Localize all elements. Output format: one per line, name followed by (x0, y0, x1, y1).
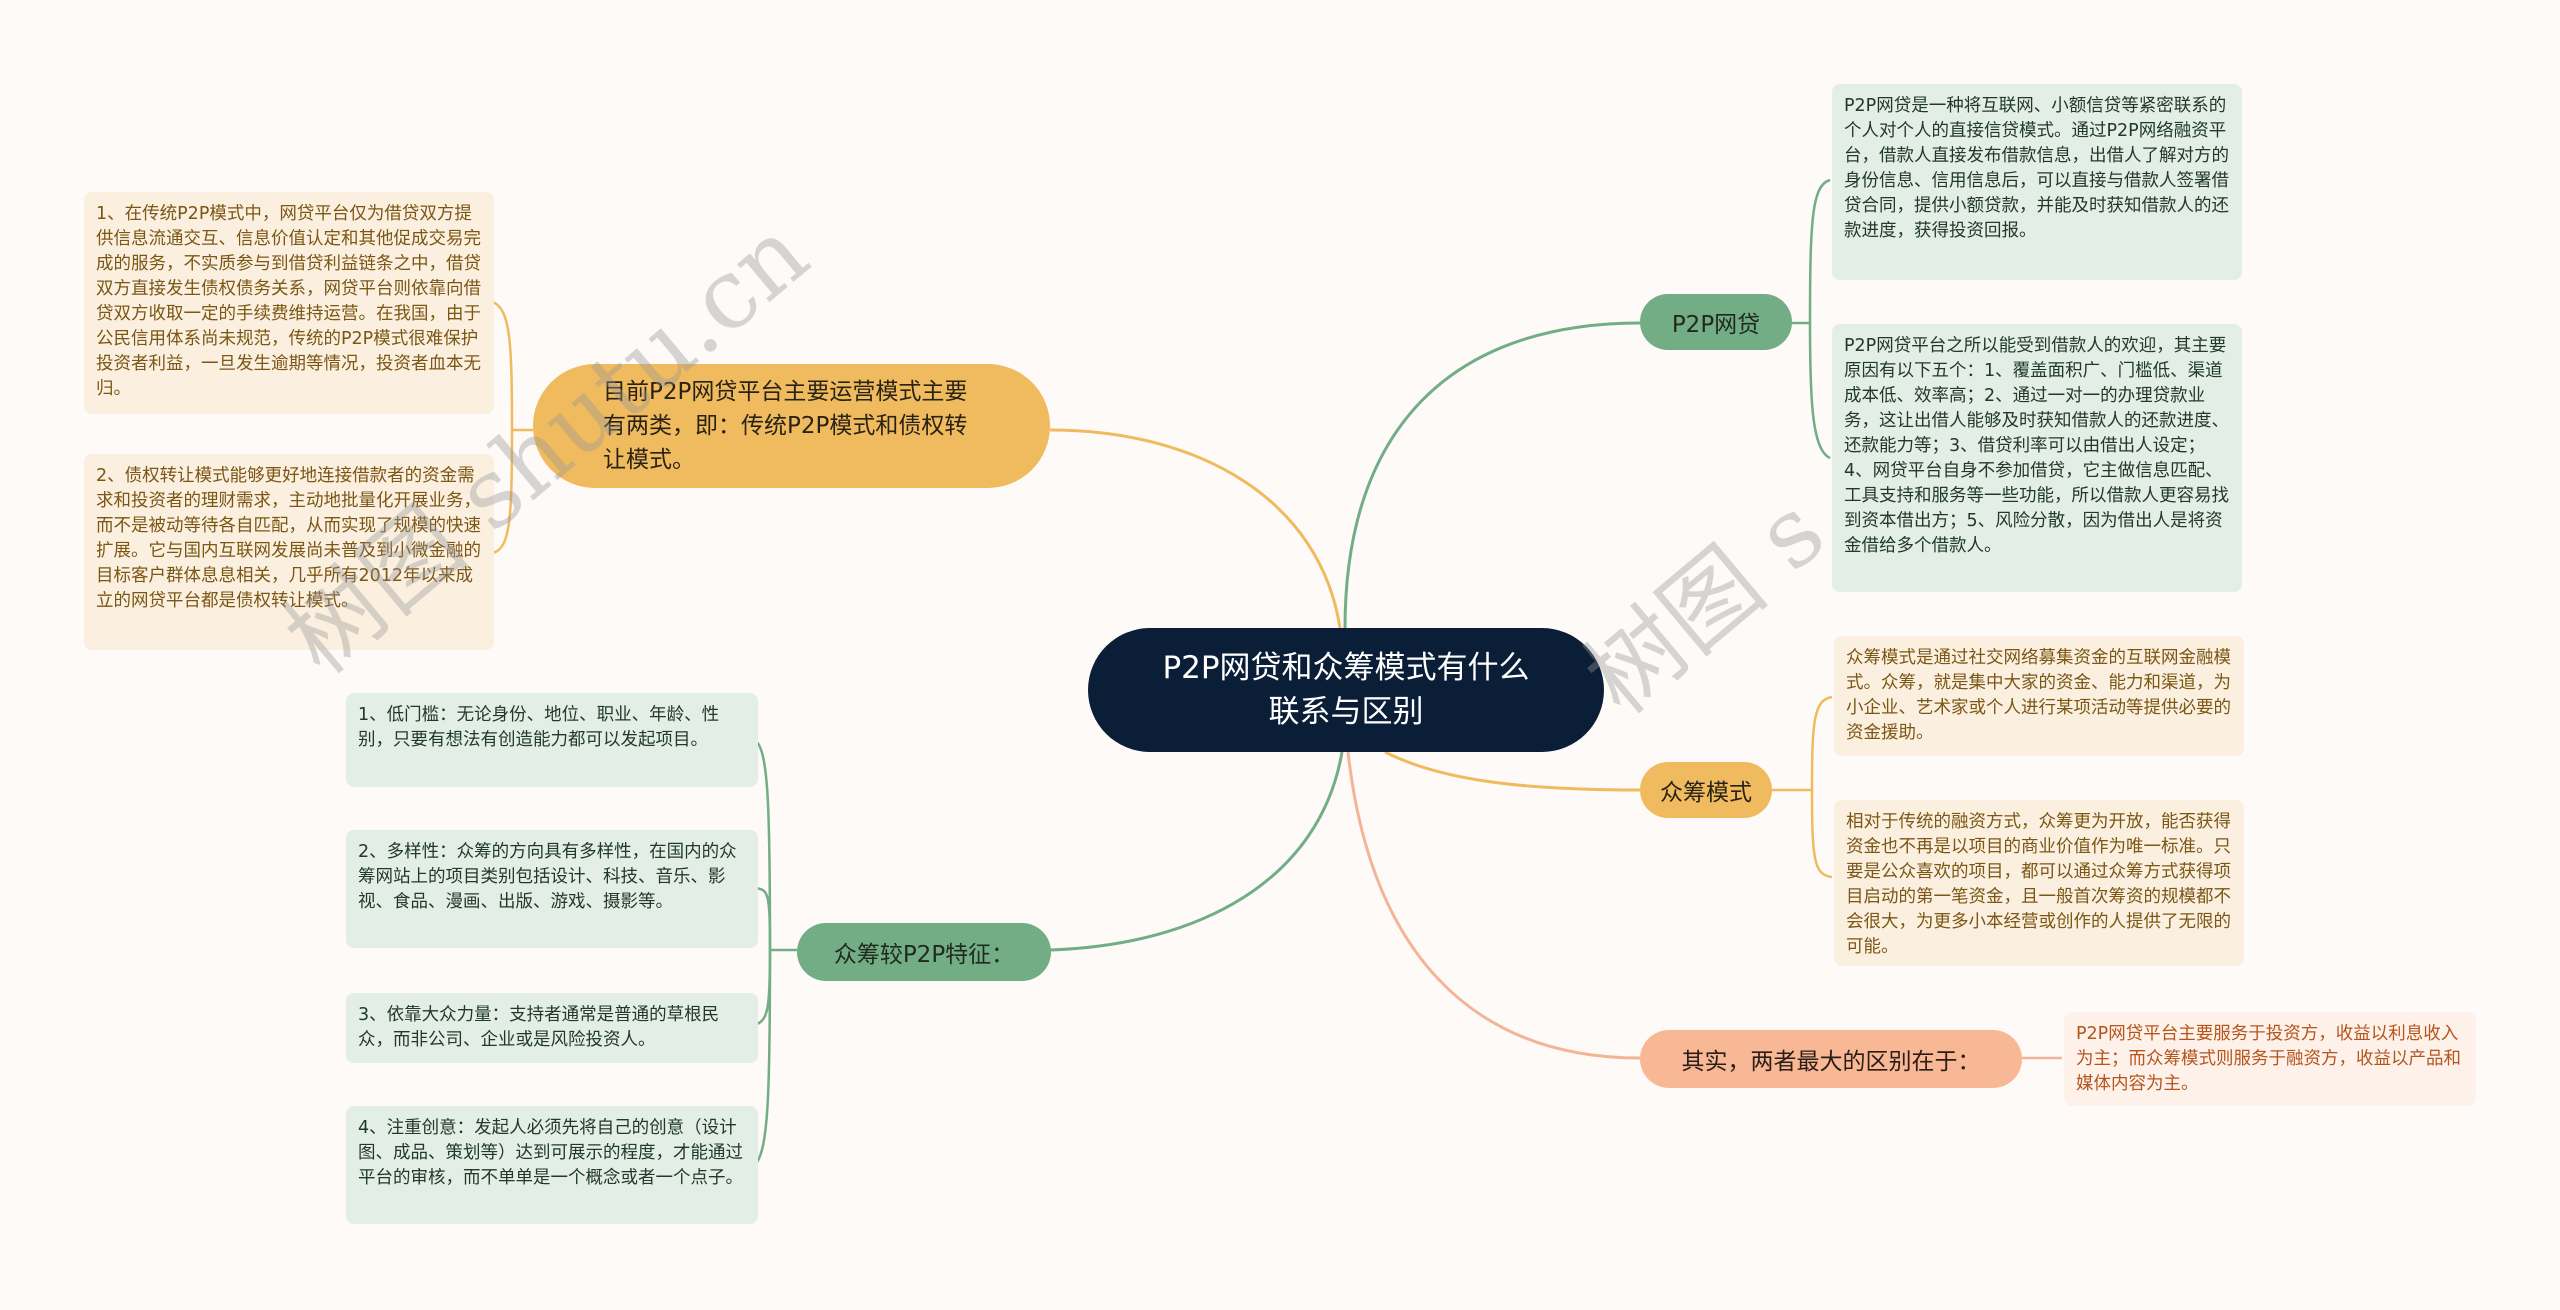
debt-transfer-mode-text: 2、债权转让模式能够更好地连接借款者的资金需求和投资者的理财需求，主动地批量化开… (96, 466, 481, 611)
branch-operating-modes-label: 目前P2P网贷平台主要运营模式主要有两类，即：传统P2P模式和债权转让模式。 (603, 379, 968, 473)
feature-diversity-card[interactable]: 2、多样性：众筹的方向具有多样性，在国内的众筹网站上的项目类别包括设计、科技、音… (346, 830, 758, 948)
debt-transfer-mode-card[interactable]: 2、债权转让模式能够更好地连接借款者的资金需求和投资者的理财需求，主动地批量化开… (84, 454, 494, 650)
traditional-p2p-mode-text: 1、在传统P2P模式中，网贷平台仅为借贷双方提供信息流通交互、信息价值认定和其他… (96, 204, 481, 399)
feature-creativity-card[interactable]: 4、注重创意：发起人必须先将自己的创意（设计图、成品、策划等）达到可展示的程度，… (346, 1106, 758, 1224)
p2p-definition-card[interactable]: P2P网贷是一种将互联网、小额信贷等紧密联系的个人对个人的直接信贷模式。通过P2… (1832, 84, 2242, 280)
branch-p2p-lending-label: P2P网贷 (1671, 312, 1761, 338)
feature-crowd-power-text: 3、依靠大众力量：支持者通常是普通的草根民众，而非公司、企业或是风险投资人。 (358, 1005, 720, 1050)
traditional-p2p-mode-card[interactable]: 1、在传统P2P模式中，网贷平台仅为借贷双方提供信息流通交互、信息价值认定和其他… (84, 192, 494, 414)
p2p-advantages-text: P2P网贷平台之所以能受到借款人的欢迎，其主要原因有以下五个：1、覆盖面积广、门… (1844, 336, 2229, 556)
branch-crowdfunding-features-label: 众筹较P2P特征： (833, 942, 1015, 968)
p2p-definition-text: P2P网贷是一种将互联网、小额信贷等紧密联系的个人对个人的直接信贷模式。通过P2… (1844, 96, 2229, 241)
branch-crowdfunding[interactable]: 众筹模式 (1640, 762, 1772, 818)
feature-creativity-text: 4、注重创意：发起人必须先将自己的创意（设计图、成品、策划等）达到可展示的程度，… (358, 1118, 743, 1188)
feature-crowd-power-card[interactable]: 3、依靠大众力量：支持者通常是普通的草根民众，而非公司、企业或是风险投资人。 (346, 993, 758, 1063)
p2p-advantages-card[interactable]: P2P网贷平台之所以能受到借款人的欢迎，其主要原因有以下五个：1、覆盖面积广、门… (1832, 324, 2242, 592)
root-topic[interactable]: P2P网贷和众筹模式有什么联系与区别 (1088, 628, 1604, 752)
main-difference-card[interactable]: P2P网贷平台主要服务于投资方，收益以利息收入为主；而众筹模式则服务于融资方，收… (2064, 1012, 2476, 1106)
branch-main-difference-label: 其实，两者最大的区别在于： (1681, 1049, 1981, 1075)
branch-main-difference[interactable]: 其实，两者最大的区别在于： (1640, 1030, 2022, 1088)
root-topic-label: P2P网贷和众筹模式有什么联系与区别 (1162, 650, 1530, 730)
branch-p2p-lending[interactable]: P2P网贷 (1640, 294, 1792, 350)
crowdfunding-openness-text: 相对于传统的融资方式，众筹更为开放，能否获得资金也不再是以项目的商业价值作为唯一… (1846, 812, 2231, 957)
feature-low-threshold-card[interactable]: 1、低门槛：无论身份、地位、职业、年龄、性别，只要有想法有创造能力都可以发起项目… (346, 693, 758, 787)
main-difference-text: P2P网贷平台主要服务于投资方，收益以利息收入为主；而众筹模式则服务于融资方，收… (2076, 1024, 2461, 1094)
branch-crowdfunding-features[interactable]: 众筹较P2P特征： (797, 923, 1051, 981)
crowdfunding-definition-card[interactable]: 众筹模式是通过社交网络募集资金的互联网金融模式。众筹，就是集中大家的资金、能力和… (1834, 636, 2244, 756)
crowdfunding-openness-card[interactable]: 相对于传统的融资方式，众筹更为开放，能否获得资金也不再是以项目的商业价值作为唯一… (1834, 800, 2244, 966)
branch-operating-modes[interactable]: 目前P2P网贷平台主要运营模式主要有两类，即：传统P2P模式和债权转让模式。 (533, 364, 1050, 488)
crowdfunding-definition-text: 众筹模式是通过社交网络募集资金的互联网金融模式。众筹，就是集中大家的资金、能力和… (1846, 648, 2231, 743)
feature-low-threshold-text: 1、低门槛：无论身份、地位、职业、年龄、性别，只要有想法有创造能力都可以发起项目… (358, 705, 720, 750)
branch-crowdfunding-label: 众筹模式 (1660, 780, 1752, 806)
feature-diversity-text: 2、多样性：众筹的方向具有多样性，在国内的众筹网站上的项目类别包括设计、科技、音… (358, 842, 737, 912)
